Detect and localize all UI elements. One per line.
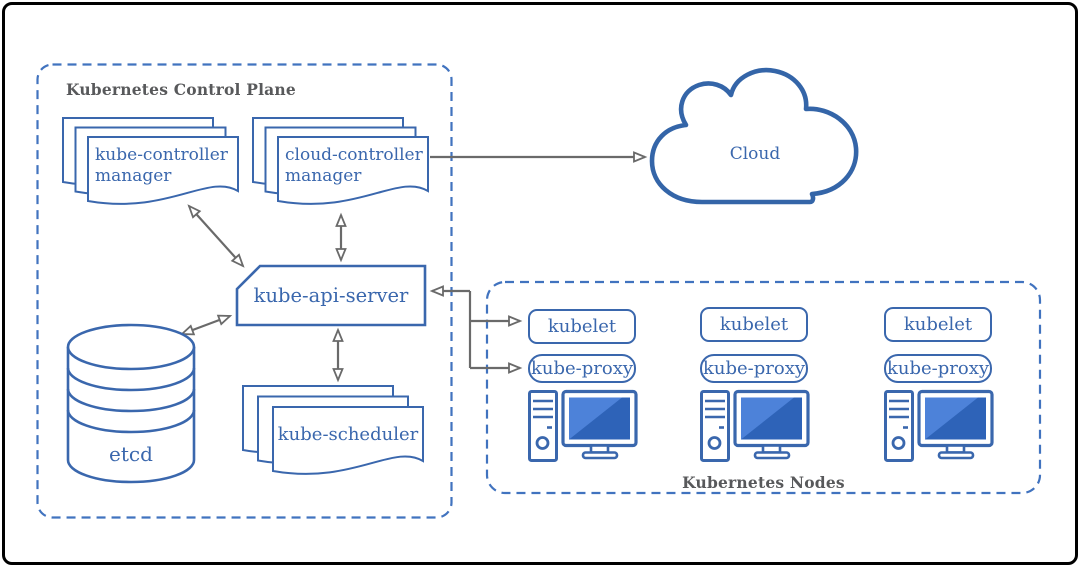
etcd-label: etcd	[109, 442, 153, 466]
node1-kube-proxy: kube-proxy	[528, 354, 636, 383]
kube-controller-manager-label: kube-controller manager	[95, 145, 228, 186]
control-plane-title: Kubernetes Control Plane	[66, 80, 296, 99]
etcd-database-icon	[66, 323, 196, 484]
kube-api-server-label: kube-api-server	[253, 284, 409, 307]
node1-kubelet: kubelet	[528, 309, 636, 344]
node3-kubelet: kubelet	[884, 307, 992, 342]
kube-api-server-box	[235, 264, 427, 327]
node2-kubelet: kubelet	[700, 307, 808, 342]
node2-kube-proxy: kube-proxy	[700, 354, 808, 383]
cloud-controller-manager-label: cloud-controller manager	[285, 145, 423, 186]
node3-kube-proxy: kube-proxy	[884, 354, 992, 383]
arrow-etcd-api-server	[179, 314, 233, 336]
kubernetes-nodes-box	[485, 280, 1042, 495]
kube-scheduler-label: kube-scheduler	[277, 424, 419, 445]
cloud-label: Cloud	[729, 144, 781, 164]
arrows	[179, 151, 648, 383]
cloud-icon	[649, 67, 859, 205]
nodes-title: Kubernetes Nodes	[682, 473, 845, 492]
arrow-kube-controller-manager-api-server	[187, 204, 245, 268]
